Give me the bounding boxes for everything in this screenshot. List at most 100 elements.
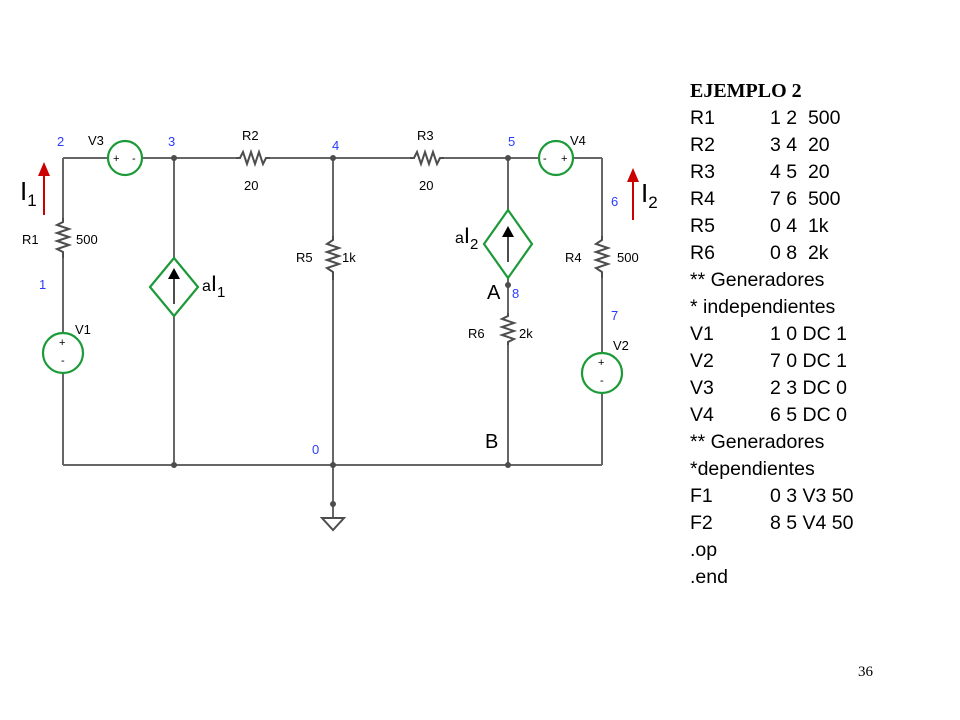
resistor-r6-icon [498, 313, 518, 345]
svg-text:+: + [113, 153, 119, 165]
svg-text:+: + [598, 357, 604, 369]
netlist-line: R6 0 8 2k [690, 240, 952, 267]
netlist-element-spec: 1 0 DC 1 [770, 323, 847, 345]
netlist-title: EJEMPLO 2 [690, 80, 802, 102]
component-value-label: 20 [244, 178, 258, 193]
svg-text:-: - [543, 153, 547, 165]
netlist-element-spec: 8 5 V4 50 [770, 512, 854, 534]
svg-text:-: - [132, 153, 136, 165]
node-label: 8 [512, 286, 519, 301]
netlist-element-name: F2 [690, 512, 713, 534]
netlist-line: .end [690, 566, 728, 588]
netlist-element-spec: 3 4 20 [770, 134, 830, 156]
netlist-element-name: R2 [690, 134, 715, 156]
svg-text:-: - [61, 355, 65, 367]
netlist-element-spec: 0 8 2k [770, 242, 829, 264]
netlist-element-name: R6 [690, 242, 715, 264]
node-label: 5 [508, 134, 515, 149]
svg-text:+: + [561, 153, 567, 165]
ground-icon [319, 517, 347, 532]
component-value-label: 20 [419, 178, 433, 193]
netlist-element-spec: 6 5 DC 0 [770, 404, 847, 426]
netlist-line: *dependientes [690, 458, 815, 480]
component-name-label: R4 [565, 250, 582, 265]
netlist-element-name: F1 [690, 485, 713, 507]
node-label: 4 [332, 138, 339, 153]
page-number: 36 [858, 664, 873, 680]
component-value-label: 1k [342, 250, 356, 265]
resistor-r3-icon [410, 148, 444, 168]
netlist-element-name: R5 [690, 215, 715, 237]
netlist-line: * independientes [690, 296, 836, 318]
node-label: 2 [57, 134, 64, 149]
dependent-source-f1-icon [148, 256, 200, 318]
component-name-label: R3 [417, 128, 434, 143]
node-label: 1 [39, 277, 46, 292]
netlist-line: V3 2 3 DC 0 [690, 375, 952, 402]
point-label-b: B [485, 431, 498, 453]
svg-text:-: - [600, 375, 604, 387]
resistor-r1-icon [53, 218, 73, 258]
point-label-a: A [487, 282, 501, 304]
netlist-element-name: V2 [690, 350, 714, 372]
netlist-element-name: V3 [690, 377, 714, 399]
component-value-label: 500 [76, 232, 98, 247]
netlist-element-name: R3 [690, 161, 715, 183]
current-label-i1: I1 [20, 176, 37, 210]
component-name-label: R5 [296, 250, 313, 265]
node-label: 7 [611, 308, 618, 323]
netlist-line: F1 0 3 V3 50 [690, 483, 952, 510]
netlist-element-name: V1 [690, 323, 714, 345]
resistor-r5-icon [323, 236, 343, 280]
netlist-line: F2 8 5 V4 50 [690, 510, 952, 537]
netlist-line: V4 6 5 DC 0 [690, 402, 952, 429]
current-arrow-i2-icon [627, 168, 639, 220]
netlist-line: R1 1 2 500 [690, 105, 952, 132]
component-name-label: R2 [242, 128, 259, 143]
component-name-label: V4 [570, 133, 586, 148]
voltage-source-v2-icon: +- [580, 351, 624, 395]
component-name-label: R6 [468, 326, 485, 341]
dependent-source-f2-icon [482, 208, 534, 280]
netlist-element-spec: 7 0 DC 1 [770, 350, 847, 372]
junction-dots [171, 155, 511, 507]
current-label-i2: I2 [641, 178, 658, 212]
current-arrow-i1-icon [38, 162, 50, 215]
netlist-element-spec: 1 2 500 [770, 107, 841, 129]
netlist-line: R5 0 4 1k [690, 213, 952, 240]
netlist-element-spec: 0 3 V3 50 [770, 485, 854, 507]
voltage-source-v4-icon: -+ [537, 139, 575, 177]
netlist-line: V2 7 0 DC 1 [690, 348, 952, 375]
netlist-element-name: V4 [690, 404, 714, 426]
dep-source-label-f2: aI2 [455, 223, 478, 253]
netlist-line: R3 4 5 20 [690, 159, 952, 186]
component-value-label: 2k [519, 326, 533, 341]
voltage-source-v1-icon: +- [41, 331, 85, 375]
node-label: 6 [611, 194, 618, 209]
netlist-element-spec: 7 6 500 [770, 188, 841, 210]
dep-source-label-f1: aI1 [202, 271, 225, 301]
netlist-element-spec: 4 5 20 [770, 161, 830, 183]
netlist-line: ** Generadores [690, 431, 825, 453]
voltage-source-v3-icon: +- [106, 139, 144, 177]
netlist-line: V1 1 0 DC 1 [690, 321, 952, 348]
component-name-label: V1 [75, 322, 91, 337]
svg-text:+: + [59, 337, 65, 349]
node-label: 0 [312, 442, 319, 457]
component-name-label: V2 [613, 338, 629, 353]
netlist-line: R2 3 4 20 [690, 132, 952, 159]
netlist-element-spec: 0 4 1k [770, 215, 829, 237]
component-name-label: V3 [88, 133, 104, 148]
netlist-element-spec: 2 3 DC 0 [770, 377, 847, 399]
component-value-label: 500 [617, 250, 639, 265]
node-label: 3 [168, 134, 175, 149]
netlist-line: .op [690, 539, 718, 561]
resistor-r2-icon [236, 148, 270, 168]
resistor-r4-icon [592, 236, 612, 278]
netlist-element-name: R1 [690, 107, 715, 129]
component-name-label: R1 [22, 232, 39, 247]
